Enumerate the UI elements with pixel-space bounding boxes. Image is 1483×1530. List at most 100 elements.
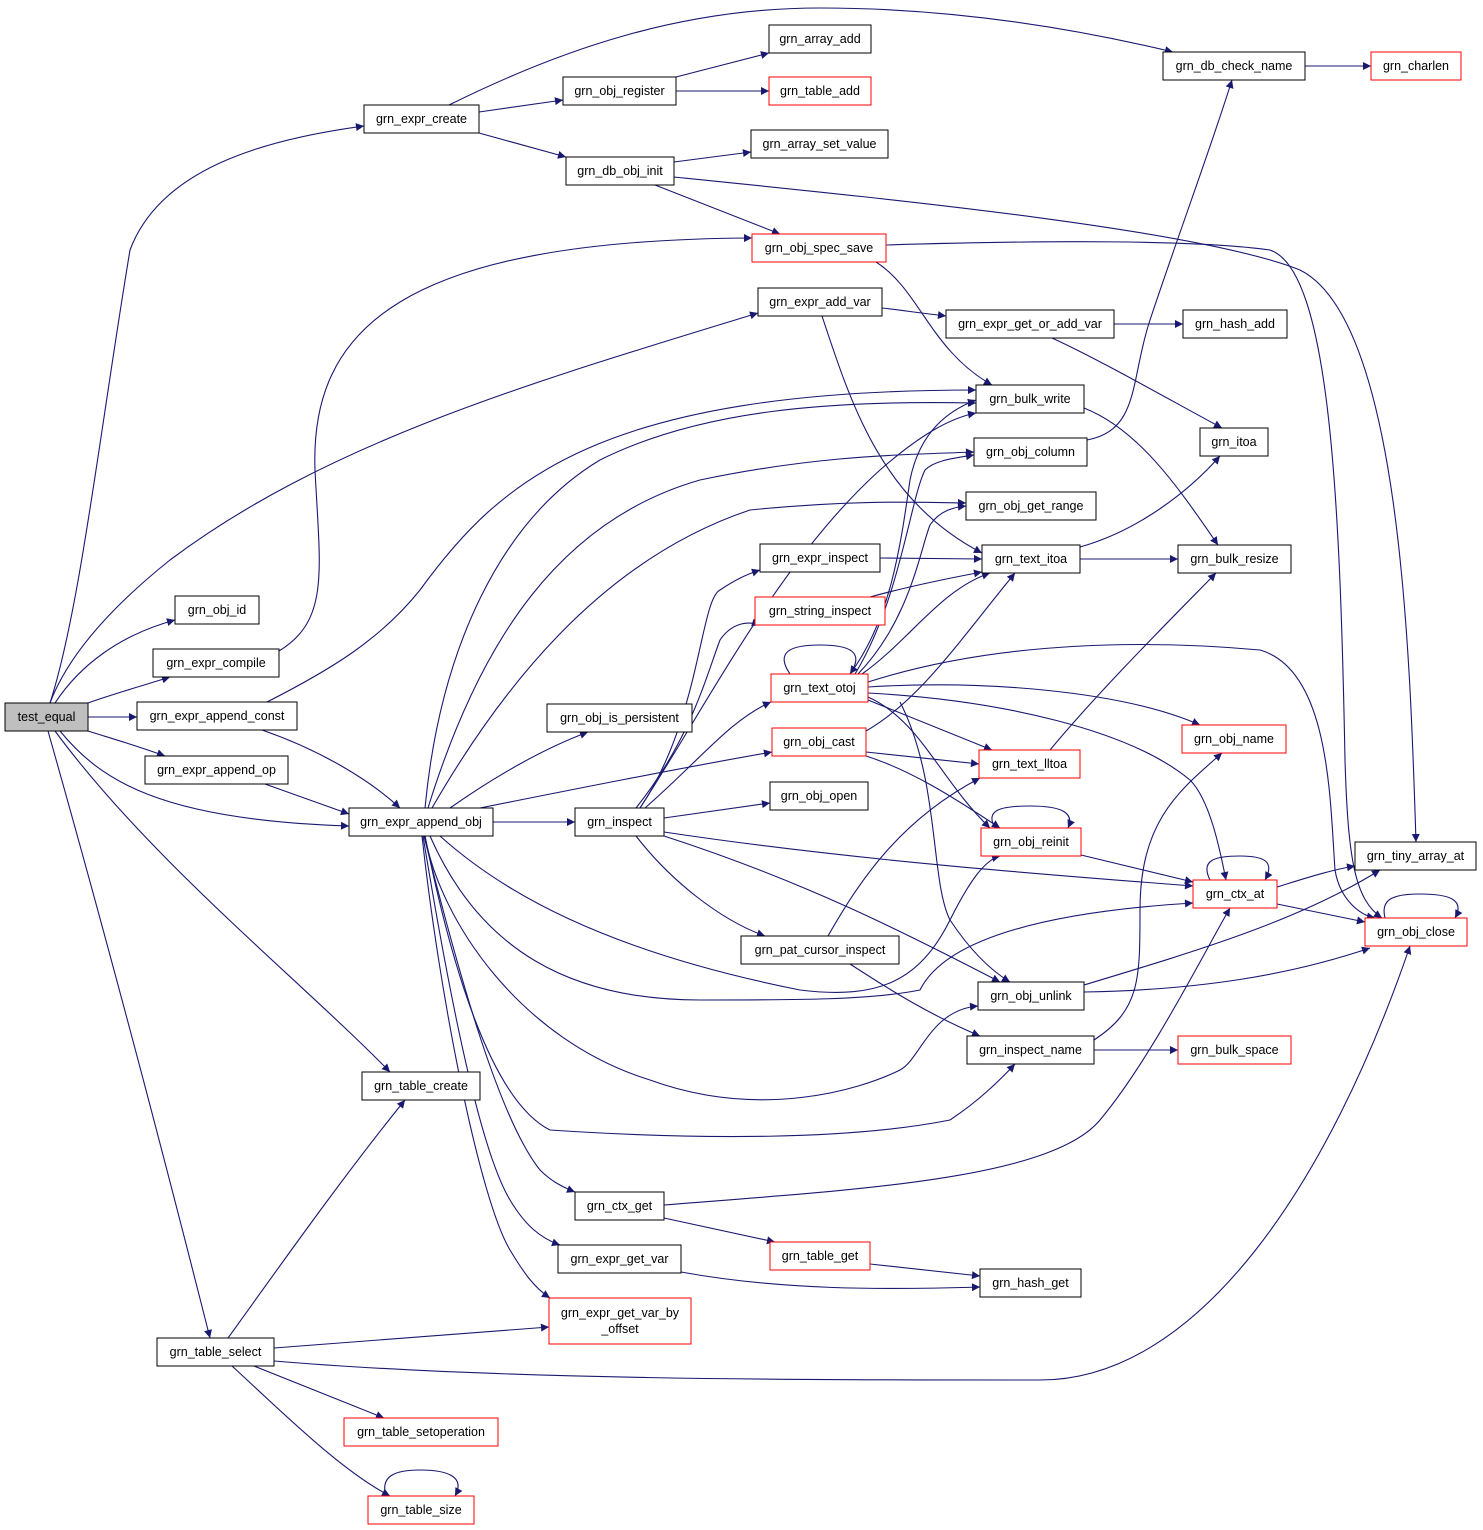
node-grn-bulk-space[interactable]: grn_bulk_space [1177,1035,1292,1065]
node-box [1354,841,1477,871]
node-grn-ctx-at[interactable]: grn_ctx_at [1192,879,1278,909]
node-grn-table-select[interactable]: grn_table_select [156,1337,275,1367]
edge-grn-expr-get-var-to-grn-hash-get [680,1271,981,1292]
node-grn-expr-compile[interactable]: grn_expr_compile [152,648,280,678]
node-box [1177,544,1292,574]
node-grn-expr-create[interactable]: grn_expr_create [363,104,480,134]
node-label: grn_obj_unlink [990,989,1072,1003]
edge-grn-inspect-to-grn-ctx-at [663,831,1194,890]
node-grn-charlen[interactable]: grn_charlen [1370,51,1462,81]
node-label: grn_expr_inspect [772,551,868,565]
edge-grn-obj-spec-save-to-grn-bulk-write [875,261,993,386]
node-grn-table-size[interactable]: grn_table_size [367,1495,475,1525]
edge-grn-table-select-to-grn-table-create [227,1099,406,1339]
node-box [978,749,1081,779]
node-grn-bulk-write[interactable]: grn_bulk_write [975,384,1085,414]
node-grn-expr-get-var[interactable]: grn_expr_get_var [557,1244,682,1274]
edge-grn-expr-inspect-to-grn-text-itoa [879,554,983,563]
node-grn-hash-add[interactable]: grn_hash_add [1182,309,1288,339]
node-box [574,1191,665,1221]
node-grn-tiny-array-at[interactable]: grn_tiny_array_at [1354,841,1477,871]
edge-grn-text-otoj-to-grn-obj-close [867,643,1376,921]
edge-grn-expr-add-var-to-grn-text-itoa [821,315,983,554]
node-grn-obj-is-persistent[interactable]: grn_obj_is_persistent [546,703,693,733]
node-grn-obj-id[interactable]: grn_obj_id [174,595,260,625]
node-box [771,727,867,757]
node-box [546,703,693,733]
node-grn-expr-append-const[interactable]: grn_expr_append_const [136,701,298,731]
node-label: grn_obj_get_range [979,499,1084,513]
edge-grn-db-obj-init-to-grn-tiny-array-at [673,176,1420,843]
node-grn-obj-open[interactable]: grn_obj_open [769,781,869,811]
node-box [152,648,280,678]
edge-grn-ctx-at-to-grn-ctx-at [1206,855,1273,881]
node-grn-inspect-name[interactable]: grn_inspect_name [966,1035,1095,1065]
edge-test-equal-to-grn-expr-add-var [49,311,759,704]
node-grn-hash-get[interactable]: grn_hash_get [979,1268,1082,1298]
node-grn-text-itoa[interactable]: grn_text_itoa [981,544,1081,574]
node-label: grn_expr_add_var [769,295,870,309]
node-grn-expr-append-op[interactable]: grn_expr_append_op [144,755,289,785]
node-grn-obj-name[interactable]: grn_obj_name [1181,724,1287,754]
edge-grn-obj-cast-to-grn-obj-reinit [865,755,1001,829]
edge-grn-expr-append-obj-to-grn-expr-get-var [422,835,561,1247]
node-grn-obj-cast[interactable]: grn_obj_cast [771,727,867,757]
node-grn-pat-cursor-inspect[interactable]: grn_pat_cursor_inspect [740,935,900,965]
node-grn-itoa[interactable]: grn_itoa [1199,427,1269,457]
edge-grn-ctx-get-to-grn-table-get [663,1217,776,1245]
node-grn-db-check-name[interactable]: grn_db_check_name [1162,51,1306,81]
node-grn-text-otoj[interactable]: grn_text_otoj [770,673,869,703]
node-label: grn_expr_get_var [571,1252,669,1266]
edge-grn-expr-append-obj-to-grn-obj-column [427,448,975,809]
node-box [348,807,494,837]
edge-grn-table-size-to-grn-table-size [384,1469,463,1497]
node-label: _offset [600,1322,639,1336]
node-grn-text-lltoa[interactable]: grn_text_lltoa [978,749,1081,779]
edge-grn-expr-compile-to-grn-obj-spec-save [278,234,753,652]
edge-grn-obj-reinit-to-grn-ctx-at [1080,854,1194,885]
node-label: grn_table_size [380,1503,461,1517]
node-grn-bulk-resize[interactable]: grn_bulk_resize [1177,544,1292,574]
node-label: grn_hash_get [992,1276,1069,1290]
edge-grn-text-otoj-to-grn-obj-reinit [867,696,991,829]
node-test-equal[interactable]: test_equal [4,702,89,732]
node-box [136,701,298,731]
edge-grn-obj-column-to-grn-db-check-name [1086,79,1234,441]
node-label: grn_obj_cast [783,735,855,749]
node-grn-expr-inspect[interactable]: grn_expr_inspect [759,543,881,573]
node-grn-obj-register[interactable]: grn_obj_register [562,76,677,106]
node-grn-table-create[interactable]: grn_table_create [361,1071,481,1101]
node-grn-obj-spec-save[interactable]: grn_obj_spec_save [751,233,887,263]
node-grn-inspect[interactable]: grn_inspect [574,807,665,837]
node-grn-obj-close[interactable]: grn_obj_close [1364,917,1468,947]
node-grn-table-get[interactable]: grn_table_get [769,1241,871,1271]
edge-grn-text-otoj-to-grn-ctx-at [867,692,1229,881]
edge-grn-text-otoj-to-grn-text-itoa [861,571,991,675]
edge-test-equal-to-grn-expr-append-op [87,730,166,758]
node-grn-expr-get-or-add-var[interactable]: grn_expr_get_or_add_var [945,309,1115,339]
node-box [768,76,872,106]
node-label: grn_expr_append_obj [360,815,482,829]
node-grn-string-inspect[interactable]: grn_string_inspect [754,596,886,626]
node-box [367,1495,475,1525]
node-grn-obj-reinit[interactable]: grn_obj_reinit [980,827,1082,857]
node-box [1182,309,1288,339]
node-grn-expr-append-obj[interactable]: grn_expr_append_obj [348,807,494,837]
edge-grn-expr-append-obj-to-grn-obj-reinit [439,835,1001,993]
node-grn-db-obj-init[interactable]: grn_db_obj_init [565,156,675,186]
node-grn-obj-column[interactable]: grn_obj_column [973,437,1088,467]
node-grn-table-add[interactable]: grn_table_add [768,76,872,106]
node-grn-obj-get-range[interactable]: grn_obj_get_range [965,491,1097,521]
node-label: grn_bulk_write [989,392,1070,406]
edge-grn-expr-append-op-to-grn-expr-append-obj [264,783,350,816]
node-label: grn_obj_name [1194,732,1274,746]
node-grn-ctx-get[interactable]: grn_ctx_get [574,1191,665,1221]
node-grn-expr-get-var-by-offset[interactable]: grn_expr_get_var_by_offset [548,1297,692,1345]
node-grn-obj-unlink[interactable]: grn_obj_unlink [977,981,1085,1011]
node-grn-table-setoperation[interactable]: grn_table_setoperation [343,1417,499,1447]
edge-grn-text-otoj-to-grn-text-lltoa [867,699,993,751]
node-grn-expr-add-var[interactable]: grn_expr_add_var [757,287,883,317]
node-grn-array-add[interactable]: grn_array_add [768,24,872,54]
node-grn-array-set-value[interactable]: grn_array_set_value [750,129,889,159]
node-label: grn_obj_spec_save [765,241,873,255]
